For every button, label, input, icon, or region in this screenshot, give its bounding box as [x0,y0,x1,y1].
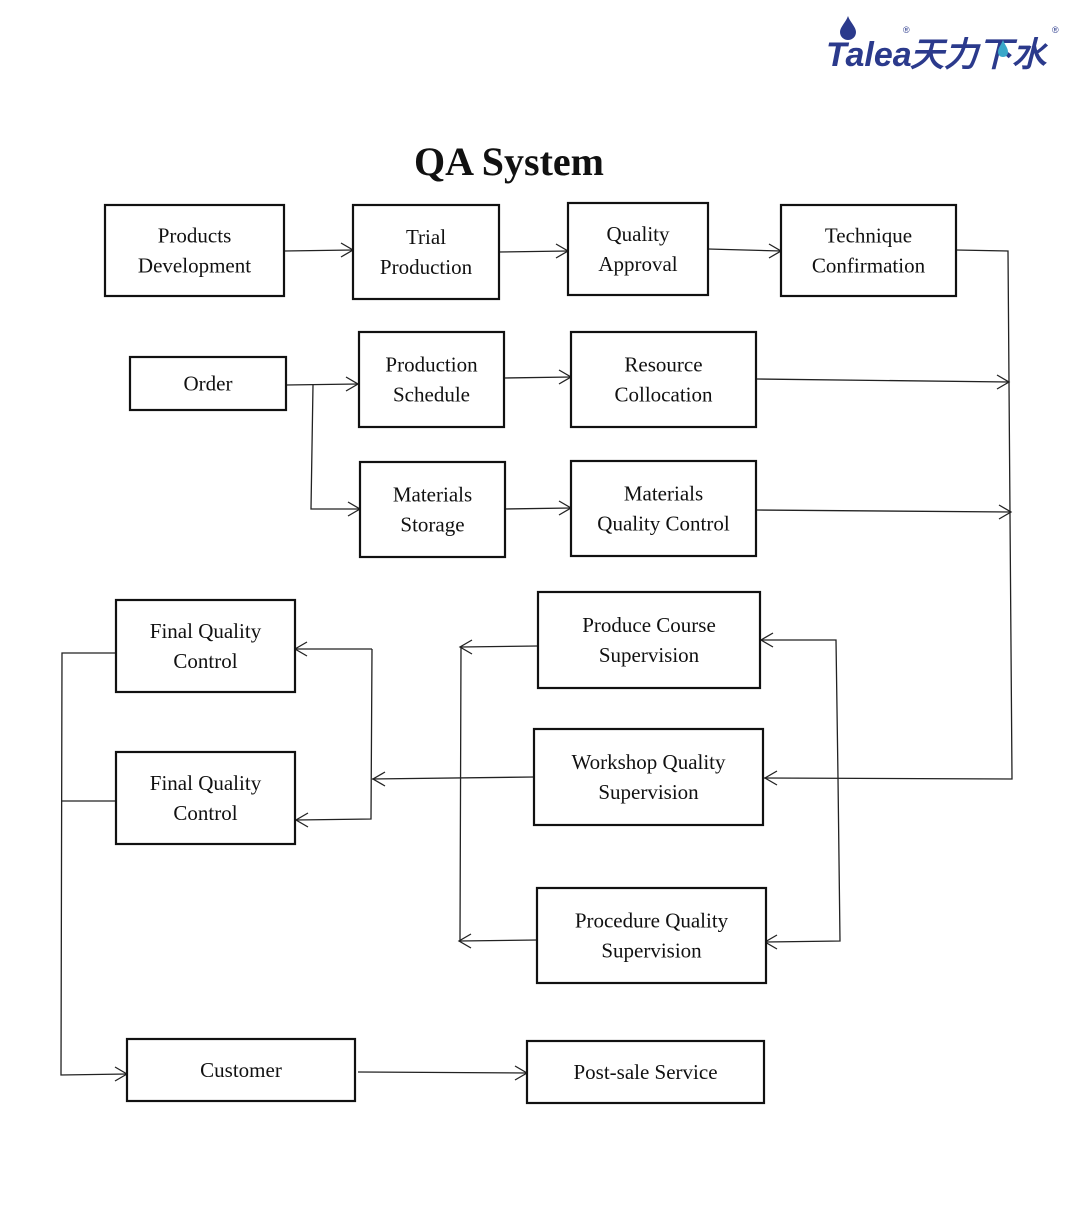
node-post-sale-service: Post-sale Service [525,1039,766,1105]
logo-accent-drop-icon [998,40,1008,57]
node-label: Control [173,801,237,825]
node-label: Order [184,372,233,396]
edge-loop-to-procedure [765,777,841,943]
node-box [536,590,762,690]
edge-order-to-schedule [285,383,359,386]
node-label: Customer [200,1058,282,1082]
arrowhead-icon [458,639,473,655]
node-label: Final Quality [150,771,262,795]
edge-customer-to-postsale [357,1071,528,1074]
registered-mark-1: ® [903,25,910,35]
node-label: Trial [406,225,446,249]
node-label: Technique [825,224,912,248]
node-label: Materials [393,483,472,507]
node-label: Resource [624,353,702,377]
node-box [125,1037,357,1103]
node-box [351,203,501,301]
node-label: Produce Course [582,613,716,637]
edge-final-bracket [295,648,373,821]
edge-order-to-storage [310,384,360,510]
edge-technique-to-workshop [762,249,1013,780]
node-box [103,203,286,298]
node-label: Supervision [599,643,700,667]
arrowhead-icon [996,374,1011,390]
edge-final-to-customer [60,652,128,1076]
node-customer: Customer [125,1037,357,1103]
edge-mqc-to-trunk [755,509,1012,513]
node-label: Final Quality [150,619,262,643]
node-label: Quality Control [597,512,730,536]
node-box [566,201,710,297]
diagram-title: QA System [414,139,604,184]
node-box [525,1039,766,1105]
node-label: Quality [607,222,670,246]
node-label: Materials [624,482,703,506]
flow-nodes: ProductsDevelopmentTrialProductionQualit… [103,201,958,1105]
node-box [569,330,758,429]
node-box [358,460,507,559]
edge-trial-to-approval [498,250,569,253]
node-label: Storage [400,513,464,537]
logo-brand-latin: Talea [826,36,912,74]
water-drop-icon [840,16,856,40]
node-label: Post-sale Service [573,1060,717,1084]
registered-mark-2: ® [1052,25,1059,35]
node-label: Development [138,254,251,278]
arrowhead-icon [371,771,386,787]
arrowhead-icon [998,504,1013,520]
node-label: Products [158,224,232,248]
edge-storage-to-mqc [504,507,572,510]
edge-schedule-to-resource [503,376,572,379]
node-box [532,727,765,827]
node-label: Production [380,255,473,279]
node-order: Order [128,355,288,412]
node-label: Procedure Quality [575,909,729,933]
node-label: Supervision [601,939,702,963]
node-label: Workshop Quality [571,750,726,774]
edge-products-to-trial [283,249,354,252]
node-box [114,598,297,694]
node-label: Supervision [598,780,699,804]
arrowhead-icon [763,770,778,786]
edge-loop-to-produce [760,639,839,779]
node-label: Collocation [615,383,713,407]
node-box [779,203,958,298]
company-logo: Talea 天力下水 ® ® [826,16,1059,74]
edge-resource-to-trunk [755,378,1010,383]
node-box [569,459,758,558]
node-label: Production [385,353,478,377]
node-box [114,750,297,846]
node-box [357,330,506,429]
node-box [535,886,768,985]
connector-lines [60,242,1013,1082]
node-label: Control [173,649,237,673]
edge-approval-to-technique [707,248,782,252]
node-label: Confirmation [812,254,926,278]
edge-workshop-to-final [371,776,535,780]
node-label: Schedule [393,383,470,407]
edge-supervision-left-loop [459,645,539,942]
arrowhead-icon [457,933,472,949]
node-label: Approval [598,252,677,276]
node-box [128,355,288,412]
logo-brand-chinese: 天力下水 [910,36,1049,74]
